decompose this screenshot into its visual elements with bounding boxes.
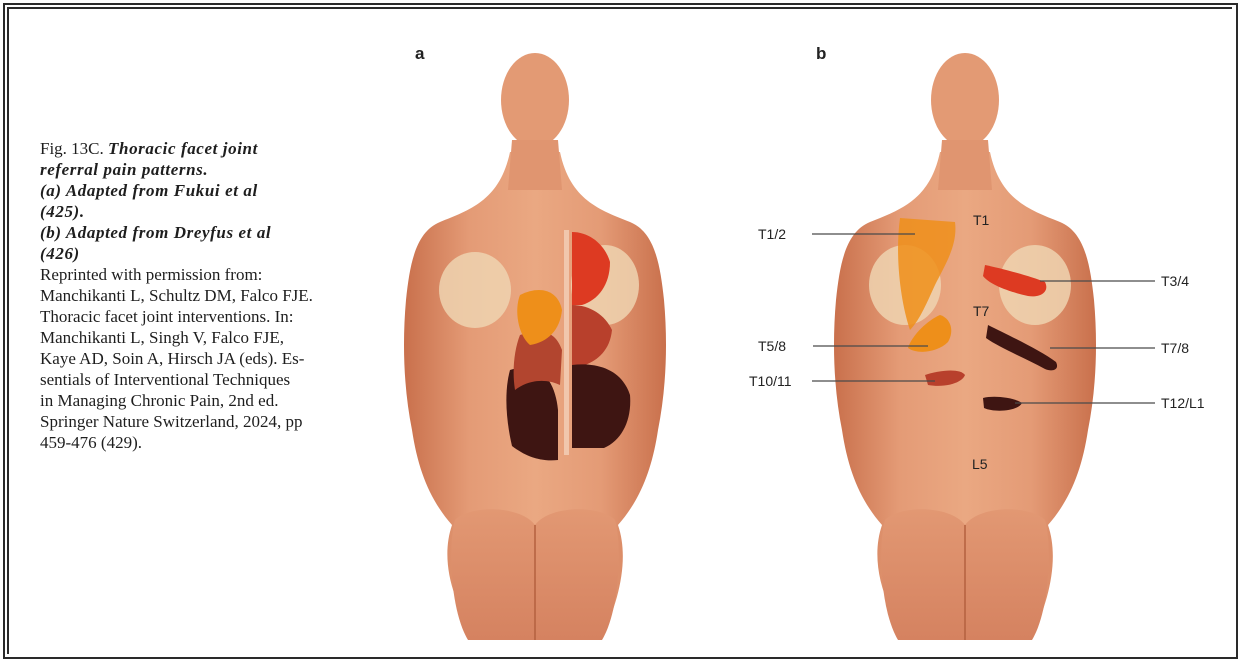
label-t7-8: T7/8 bbox=[1161, 340, 1189, 356]
label-t5-8: T5/8 bbox=[758, 338, 786, 354]
panel-a-head bbox=[501, 53, 569, 147]
panel-a-right-buttock bbox=[535, 509, 619, 640]
panel-b-neck bbox=[938, 140, 992, 190]
label-t3-4: T3/4 bbox=[1161, 273, 1189, 289]
panel-b-left-buttock bbox=[881, 509, 965, 640]
panel-a-midline-divider bbox=[564, 230, 569, 455]
panel-b-right-buttock bbox=[965, 509, 1049, 640]
label-t1-2: T1/2 bbox=[758, 226, 786, 242]
panel-a-left-scapula bbox=[439, 252, 511, 328]
label-l5: L5 bbox=[972, 456, 988, 472]
label-t1: T1 bbox=[973, 212, 990, 228]
label-t10-11: T10/11 bbox=[749, 373, 792, 389]
panel-a-neck bbox=[508, 140, 562, 190]
label-t12-l1: T12/L1 bbox=[1161, 395, 1205, 411]
panel-a-left-buttock bbox=[451, 509, 535, 640]
label-t7: T7 bbox=[973, 303, 990, 319]
panel-b-head bbox=[931, 53, 999, 147]
